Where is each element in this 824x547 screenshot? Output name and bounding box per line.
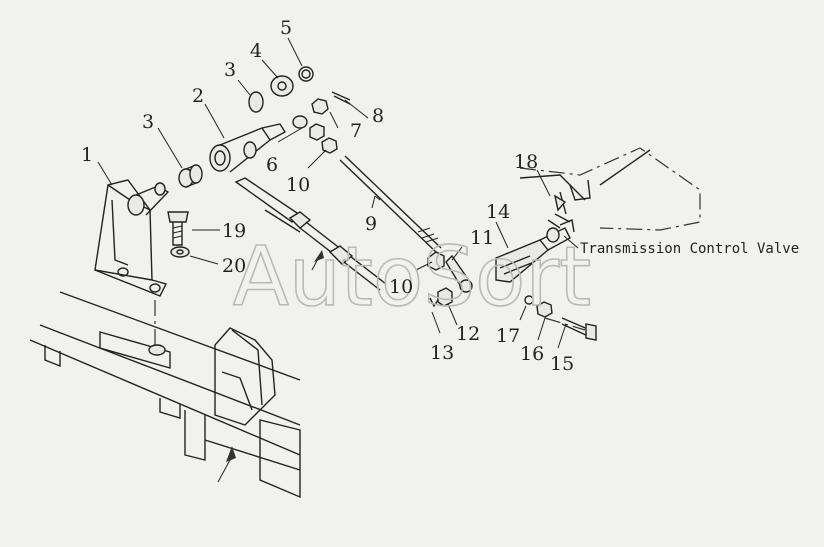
callout-10a: 10 [286,174,310,196]
nut-6 [292,115,325,141]
callout-4: 4 [250,40,262,62]
callout-7: 7 [350,120,362,142]
bolt-15 [561,317,597,341]
nut-16 [536,301,553,318]
lever-14 [495,219,575,283]
washer-17 [524,295,534,305]
linkage-rod [234,177,387,291]
transmission-control-valve [519,147,701,231]
callout-15: 15 [550,353,574,375]
callout-17: 17 [496,325,520,347]
callout-16: 16 [520,343,544,365]
callout-9: 9 [365,213,377,235]
callout-1: 1 [81,144,93,166]
nut-12 [437,287,453,307]
washer-20 [170,246,190,258]
watermark-text: AutoSort [233,230,591,325]
nut-7 [311,98,329,115]
lever-2 [209,123,286,173]
callout-3b: 3 [142,111,154,133]
nut-10-upper [321,137,338,154]
callout-8: 8 [372,105,384,127]
key-18 [553,194,567,212]
snap-ring-5 [298,66,314,82]
callout-14: 14 [486,201,510,223]
cotter-pin-8 [331,91,351,105]
callout-6: 6 [266,154,278,176]
callouts: 1 2 3 3 4 5 6 7 8 9 10 10 11 12 13 14 15… [81,17,574,375]
callout-2: 2 [192,85,204,107]
callout-3a: 3 [224,59,236,81]
leader-lines [97,37,579,349]
callout-13: 13 [430,342,454,364]
washer-4 [270,75,294,97]
bolt-19 [167,211,189,246]
rod-end-11 [445,254,473,293]
caption-label: Transmission Control Valve [580,241,799,257]
bracket [94,179,170,297]
chassis-frame [29,291,301,499]
callout-11: 11 [470,227,494,249]
callout-10b: 10 [389,276,413,298]
callout-19: 19 [222,220,246,242]
bushing-3-upper [248,91,264,113]
frame-bolt-hole [148,344,166,356]
callout-18: 18 [514,151,538,173]
callout-20: 20 [222,255,246,277]
centerline-lever [544,317,586,331]
nut-10-lower [427,251,445,271]
cotter-pin-13 [429,297,439,308]
rod-9 [339,155,442,253]
callout-5: 5 [280,17,292,39]
bushing-3-left [178,164,203,188]
callout-12: 12 [456,323,480,345]
